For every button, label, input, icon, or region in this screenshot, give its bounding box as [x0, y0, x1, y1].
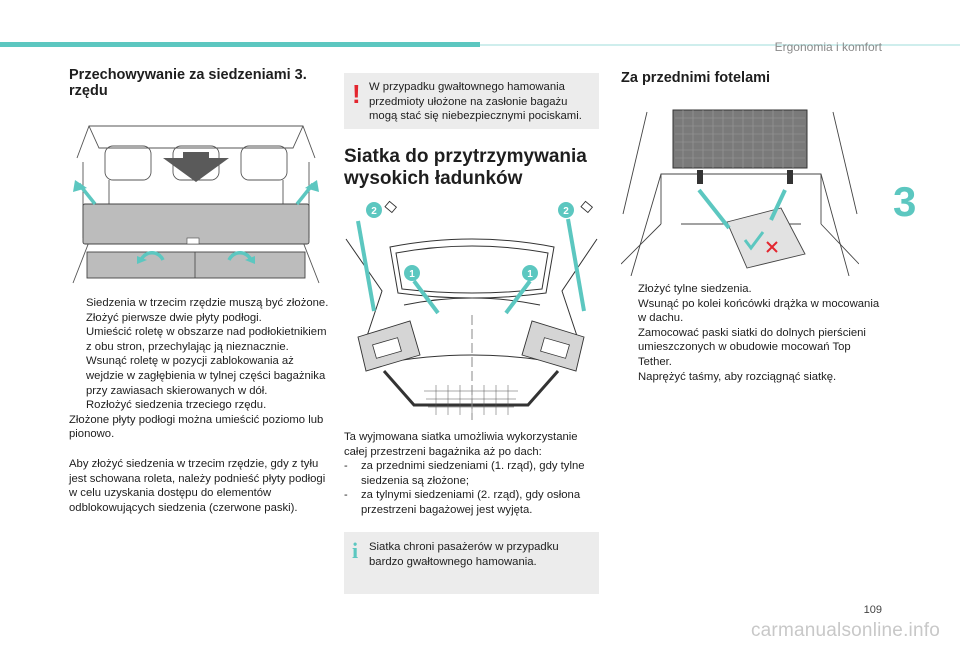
- callout-1-left: 1: [409, 269, 415, 280]
- list-item: Wsunąć roletę w pozycji zablokowania aż …: [86, 355, 326, 397]
- col2-heading-wrap: Siatka do przytrzymywania wysokich ładun…: [344, 146, 599, 190]
- warning-text: W przypadku gwałtownego hamowania przedm…: [369, 81, 582, 123]
- info-text: Siatka chroni pasażerów w przypadku bard…: [369, 541, 559, 568]
- list-item: Wsunąć po kolei końcówki drążka w mocowa…: [638, 297, 880, 325]
- warning-icon: !: [352, 79, 361, 109]
- section-title: Ergonomia i komfort: [774, 40, 882, 54]
- col2-intro: Ta wyjmowana siatka umożliwia wykorzysta…: [344, 431, 578, 458]
- col1-bullet-list: Siedzenia w trzecim rzędzie muszą być zł…: [69, 296, 331, 413]
- list-item: -za przednimi siedzeniami (1. rząd), gdy…: [344, 460, 585, 487]
- list-item: Naprężyć taśmy, aby rozciągnąć siatkę.: [638, 370, 837, 383]
- list-item: Złożyć pierwsze dwie płyty podłogi.: [86, 311, 262, 324]
- cargo-net-illustration: 2 2 1 1: [344, 195, 599, 420]
- list-item: Zamocować paski siatki do dolnych pierśc…: [638, 326, 866, 368]
- list-item: Umieścić roletę w obszarze nad podłokiet…: [86, 326, 327, 353]
- callout-2-left: 2: [371, 206, 377, 217]
- col3-heading-wrap: Za przednimi fotelami: [621, 70, 883, 86]
- info-box: i Siatka chroni pasażerów w przypadku ba…: [344, 532, 599, 594]
- list-item: Siedzenia w trzecim rzędzie muszą być zł…: [86, 297, 329, 309]
- col1-title: Przechowywanie za siedzeniami 3. rzędu: [69, 67, 307, 99]
- trunk-cover-illustration: [69, 118, 323, 290]
- dash-icon: -: [344, 489, 348, 502]
- col1-body: Siedzenia w trzecim rzędzie muszą być zł…: [69, 296, 331, 515]
- col1-heading-wrap: Przechowywanie za siedzeniami 3. rzędu: [69, 67, 331, 99]
- callout-2-right: 2: [563, 206, 569, 217]
- header-accent-line: [480, 44, 960, 46]
- info-icon: i: [352, 538, 359, 563]
- watermark-text: carmanualsonline.info: [750, 620, 940, 641]
- list-item: -za tylnymi siedzeniami (2. rząd), gdy o…: [344, 489, 581, 516]
- header-accent-bar: [0, 42, 480, 47]
- front-seat-net-illustration: [621, 104, 859, 276]
- page-number: 109: [863, 604, 882, 616]
- chapter-number: 3: [893, 178, 917, 225]
- col3-title: Za przednimi fotelami: [621, 70, 771, 86]
- dash-icon: -: [344, 460, 348, 473]
- col3-body: Złożyć tylne siedzenia. Wsunąć po kolei …: [621, 282, 883, 384]
- col1-paragraph-2: Aby złożyć siedzenia w trzecim rzędzie, …: [69, 457, 326, 514]
- list-item: Złożyć tylne siedzenia.: [638, 283, 752, 295]
- callout-1-right: 1: [527, 269, 533, 280]
- col3-bullet-list: Złożyć tylne siedzenia. Wsunąć po kolei …: [621, 282, 883, 384]
- list-item: Rozłożyć siedzenia trzeciego rzędu.: [86, 399, 267, 412]
- col2-body: Ta wyjmowana siatka umożliwia wykorzysta…: [344, 430, 599, 518]
- col2-dash-list: -za przednimi siedzeniami (1. rząd), gdy…: [344, 459, 599, 517]
- warning-box: ! W przypadku gwałtownego hamowania prze…: [344, 73, 599, 129]
- col1-paragraph-1: Złożone płyty podłogi można umieścić poz…: [69, 413, 324, 441]
- col2-title: Siatka do przytrzymywania wysokich ładun…: [344, 146, 587, 189]
